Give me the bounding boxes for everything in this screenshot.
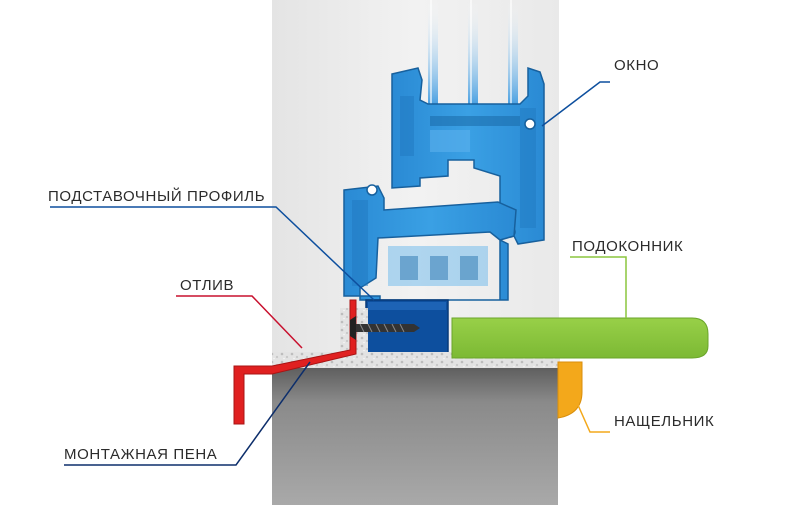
window-frame (343, 184, 517, 301)
leader-window (541, 81, 610, 127)
label-window: ОКНО (614, 57, 659, 74)
window-sash (391, 66, 545, 245)
trim-piece (557, 361, 583, 419)
screw (350, 316, 420, 340)
leader-sill (570, 256, 627, 318)
label-drip: ОТЛИВ (180, 277, 234, 294)
leader-trim (573, 395, 610, 433)
leader-support-profile (50, 206, 375, 301)
drip-sill (233, 299, 357, 425)
leader-foam (64, 361, 311, 466)
window-sill (451, 317, 709, 359)
wall (272, 368, 558, 505)
leader-drip (176, 295, 303, 349)
label-sill: ПОДОКОННИК (572, 238, 683, 255)
label-foam: МОНТАЖНАЯ ПЕНА (64, 446, 217, 463)
label-trim: НАЩЕЛЬНИК (614, 413, 714, 430)
glass-unit (428, 0, 518, 108)
label-support-profile: ПОДСТАВОЧНЫЙ ПРОФИЛЬ (48, 187, 265, 205)
